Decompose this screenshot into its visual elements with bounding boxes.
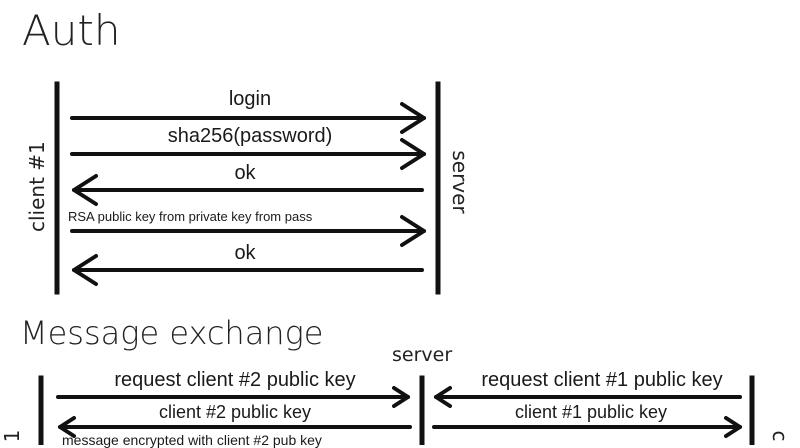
- exchange-message-label-request-client1-key: request client #1 public key: [481, 369, 723, 391]
- message-exchange-section-title: Message exchange: [20, 314, 324, 352]
- auth-arrow-ok-final: [72, 254, 424, 286]
- auth-message-label-ok: ok: [234, 162, 256, 184]
- exchange-arrow-client1-key: [432, 416, 742, 438]
- auth-message-label-sha256: sha256(password): [167, 125, 333, 147]
- auth-message-label-rsa-key: RSA public key from private key from pas…: [68, 209, 313, 224]
- exchange-arrow-request-client1-key: [434, 386, 742, 408]
- exchange-message-label-encrypted: message encrypted with client #2 pub key: [62, 432, 322, 448]
- auth-arrow-sha256: [70, 138, 426, 170]
- exchange-message-label-client1-key: client #1 public key: [514, 402, 668, 422]
- auth-section-title: Auth: [22, 6, 121, 55]
- auth-arrow-rsa-key: [70, 215, 426, 247]
- auth-arrow-ok: [72, 174, 424, 206]
- exchange-arrow-client2-key: [58, 416, 412, 438]
- auth-arrow-login: [70, 102, 426, 134]
- auth-message-label-login: login: [228, 88, 272, 110]
- exchange-message-label-client2-key: client #2 public key: [158, 402, 312, 422]
- exchange-message-label-request-client2-key: request client #2 public key: [114, 369, 356, 391]
- exchange-arrow-request-client2-key: [56, 386, 410, 408]
- auth-message-label-ok: ok: [234, 242, 256, 264]
- exchange-server-label: server: [392, 344, 453, 366]
